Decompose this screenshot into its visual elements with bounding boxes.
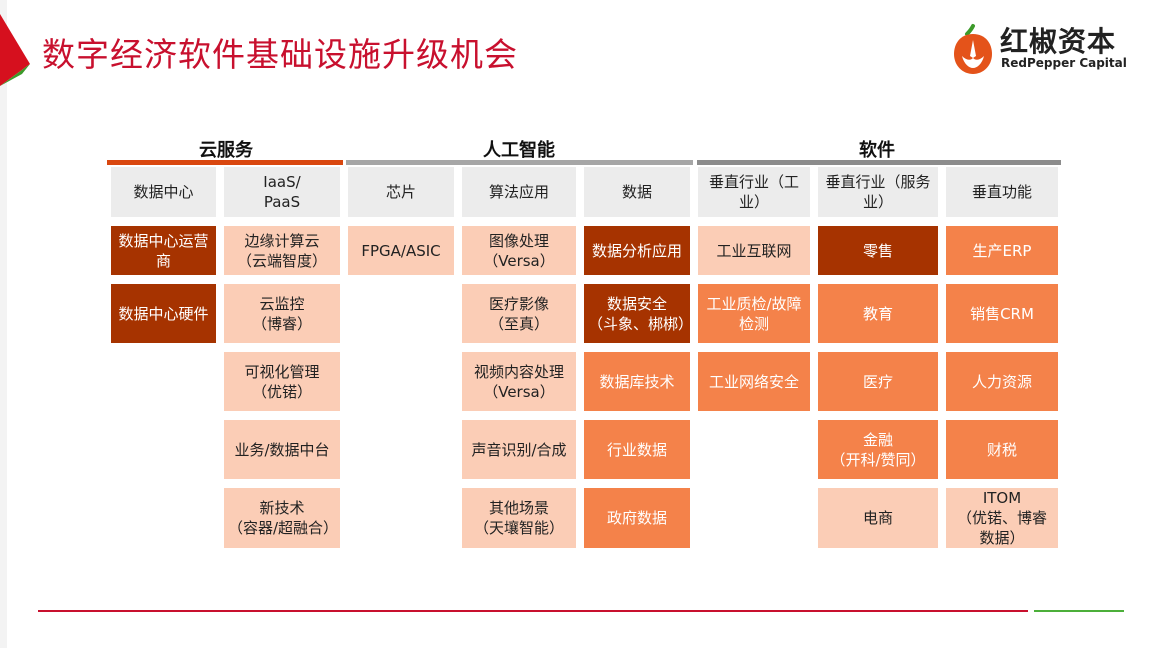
category-cell: 工业互联网 [698, 226, 810, 275]
category-cell: 数据中心运营商 [111, 226, 216, 275]
category-cell: 政府数据 [584, 488, 690, 548]
column-header: 垂直行业（服务业） [818, 167, 938, 217]
logo-chinese-text: 红椒资本 [1000, 25, 1117, 58]
category-cell: 零售 [818, 226, 938, 275]
category-cell: 财税 [946, 420, 1058, 479]
category-cell: 数据中心硬件 [111, 284, 216, 343]
category-cell-label: 零售 [862, 241, 893, 260]
category-cell-label: 业务/数据中台 [234, 440, 330, 459]
category-cell-label: 医疗影像（至真） [488, 294, 549, 333]
category-cell-label: 声音识别/合成 [471, 440, 567, 459]
category-cell: 视频内容处理（Versa） [462, 352, 576, 411]
section-header-ai: 人工智能 [483, 140, 555, 161]
category-cell: 边缘计算云（云端智度） [224, 226, 340, 275]
category-cell: 生产ERP [946, 226, 1058, 275]
category-cell-label: 教育 [862, 304, 893, 323]
category-cell: 医疗 [818, 352, 938, 411]
corner-triangle [0, 14, 30, 86]
category-cell: 电商 [818, 488, 938, 548]
category-cell-label: 云监控（博睿） [251, 294, 312, 333]
column-header-label: 芯片 [385, 183, 416, 201]
column-header: 数据 [584, 167, 690, 217]
category-cell: 数据分析应用 [584, 226, 690, 275]
category-cell-label: 财税 [986, 440, 1017, 459]
category-cell-label: 数据安全（斗象、梆梆） [588, 294, 694, 333]
category-cell-label: 可视化管理（优锘） [244, 362, 320, 401]
section-bar-cloud [107, 160, 343, 165]
category-cell-label: 工业网络安全 [708, 372, 799, 391]
category-cell: 销售CRM [946, 284, 1058, 343]
column-header: 芯片 [348, 167, 454, 217]
category-cell-label: 政府数据 [606, 509, 667, 527]
category-cell-label: 数据库技术 [599, 372, 675, 391]
category-cell-label: 新技术（容器/超融合） [228, 499, 339, 537]
category-cell: 数据安全（斗象、梆梆） [584, 284, 694, 343]
category-cell-label: ITOM（优锘、博睿数据） [956, 489, 1047, 547]
column-header: 数据中心 [111, 167, 216, 217]
category-cell: 图像处理（Versa） [462, 226, 576, 275]
category-cell-label: 医疗 [862, 372, 893, 391]
category-cell-label: 行业数据 [606, 440, 667, 459]
logo: 红椒资本 RedPepper Capital [950, 22, 1130, 78]
category-cell-label: 数据分析应用 [591, 241, 682, 260]
column-header-label: 垂直行业（服务业） [825, 173, 931, 211]
section-bar-software [697, 160, 1061, 165]
category-cell-label: 电商 [862, 509, 893, 527]
section-bar-ai [346, 160, 693, 165]
category-cell-label: 人力资源 [971, 372, 1032, 391]
category-cell: 人力资源 [946, 352, 1058, 411]
section-header-software: 软件 [859, 140, 895, 161]
category-cell: ITOM（优锘、博睿数据） [946, 488, 1058, 548]
category-cell: 业务/数据中台 [224, 420, 340, 479]
column-header: 算法应用 [462, 167, 576, 217]
category-cell-label: 工业质检/故障检测 [706, 294, 802, 333]
category-cell: 其他场景（天壤智能） [462, 488, 576, 548]
category-cell-label: 边缘计算云（云端智度） [236, 231, 327, 270]
column-header: 垂直功能 [946, 167, 1058, 217]
category-cell: 教育 [818, 284, 938, 343]
category-cell-label: 工业互联网 [716, 241, 792, 260]
category-cell-label: 其他场景（天壤智能） [473, 499, 564, 537]
column-header-label: IaaS/PaaS [263, 173, 301, 211]
category-cell-label: 销售CRM [970, 304, 1034, 323]
category-cell: 声音识别/合成 [462, 420, 576, 479]
footer-red-line [38, 610, 1028, 612]
red-pepper-logo-icon [954, 24, 992, 74]
category-cell: 金融（开科/赞同） [818, 420, 938, 479]
column-header: IaaS/PaaS [224, 167, 340, 217]
footer-green-line [1034, 610, 1124, 612]
column-header-label: 垂直功能 [971, 183, 1032, 201]
category-cell: 数据库技术 [584, 352, 690, 411]
category-cell: 行业数据 [584, 420, 690, 479]
category-cell: 工业质检/故障检测 [698, 284, 810, 343]
column-header-label: 算法应用 [488, 183, 549, 201]
category-cell: 新技术（容器/超融合） [224, 488, 340, 548]
category-cell-label: 金融（开科/赞同） [830, 430, 926, 469]
category-cell-label: FPGA/ASIC [361, 241, 441, 260]
column-header: 垂直行业（工业） [698, 167, 810, 217]
logo-english-text: RedPepper Capital [1001, 56, 1127, 70]
category-cell: 云监控（博睿） [224, 284, 340, 343]
section-header-cloud: 云服务 [199, 140, 253, 161]
column-header-label: 数据中心 [133, 183, 194, 201]
category-cell: 可视化管理（优锘） [224, 352, 340, 411]
category-cell-label: 数据中心运营商 [118, 231, 209, 270]
category-cell-label: 视频内容处理（Versa） [473, 362, 564, 401]
left-edge-strip [0, 0, 7, 648]
column-header-label: 数据 [621, 183, 652, 201]
category-cell: 工业网络安全 [698, 352, 810, 411]
category-cell: FPGA/ASIC [348, 226, 454, 275]
page-title: 数字经济软件基础设施升级机会 [42, 35, 518, 74]
category-cell: 医疗影像（至真） [462, 284, 576, 343]
category-cell-label: 图像处理（Versa） [483, 231, 555, 270]
category-cell-label: 数据中心硬件 [118, 304, 209, 323]
category-cell-label: 生产ERP [972, 241, 1032, 260]
column-header-label: 垂直行业（工业） [708, 173, 799, 211]
